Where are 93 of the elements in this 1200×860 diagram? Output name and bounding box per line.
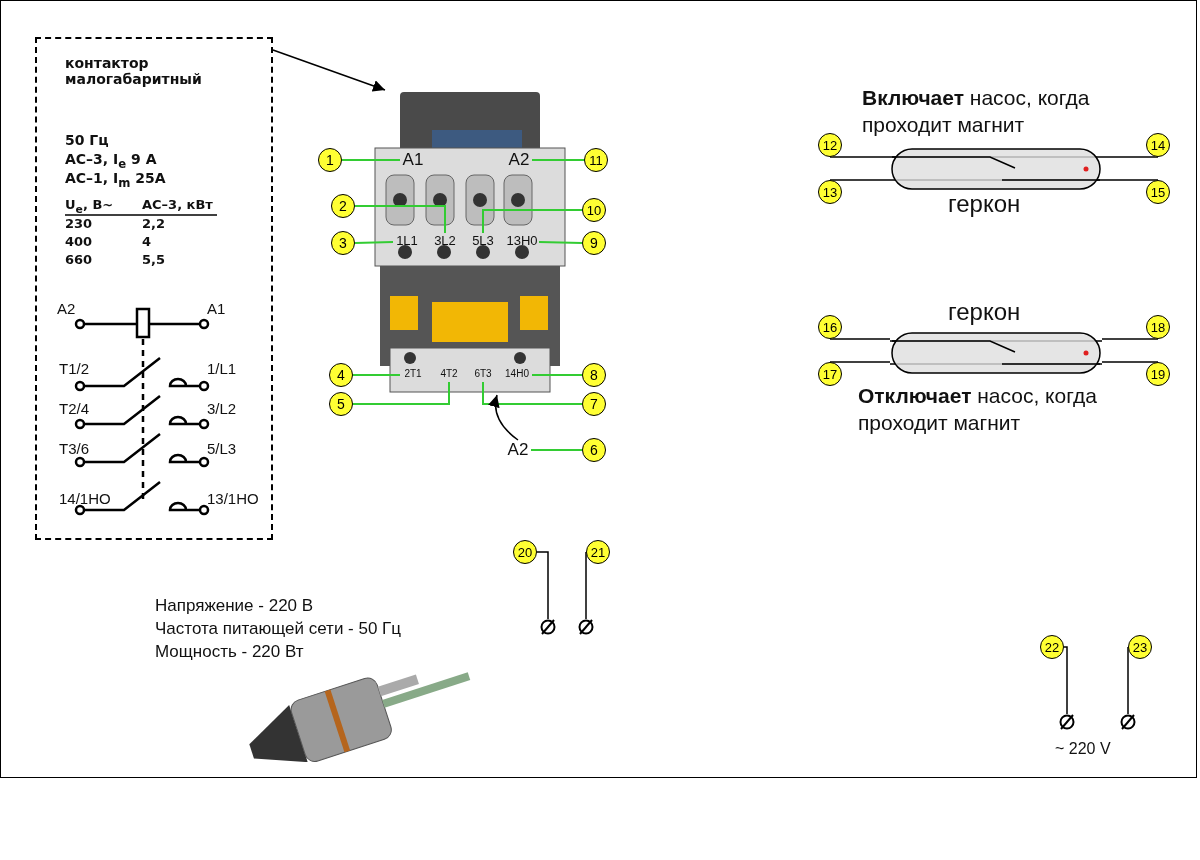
reed-switch-heading: геркон: [948, 298, 1021, 326]
wire: [829, 361, 891, 363]
panel-heading: контактор малогабаритный: [65, 55, 203, 87]
terminal-label: 4T2: [436, 368, 462, 382]
callout-number: 5: [329, 392, 353, 416]
leader-line: [538, 241, 583, 244]
callout-number: 22: [1040, 635, 1064, 659]
leader-line: [352, 381, 450, 405]
terminal-label: 3L2: [431, 233, 459, 251]
callout-number: 10: [582, 198, 606, 222]
terminal-symbol: [1059, 714, 1075, 730]
spec-text: Напряжение - 220 В: [155, 596, 314, 616]
wire: [1101, 156, 1159, 158]
terminal-label: A1: [400, 150, 426, 170]
wire: [829, 179, 891, 181]
terminal-label: A1: [207, 300, 226, 317]
table-cell: 230: [65, 216, 93, 231]
callout-number: 15: [1146, 180, 1170, 204]
wire: [1101, 338, 1159, 340]
callout-number: 12: [818, 133, 842, 157]
spec-text: АС–1, I$_{m}$ 25А: [65, 170, 166, 190]
callout-number: 3: [331, 231, 355, 255]
terminal-label: A2: [506, 150, 532, 170]
callout-number: 2: [331, 194, 355, 218]
wire: [1127, 646, 1129, 715]
callout-number: 6: [582, 438, 606, 462]
terminal-label: 1L1: [393, 233, 421, 251]
wire: [829, 338, 891, 340]
table-cell: 5,5: [142, 252, 166, 267]
terminal-label: 13H0: [505, 233, 539, 251]
table-cell: 2,2: [142, 216, 166, 231]
terminal-label: 3/L2: [207, 400, 237, 417]
terminal-label: T2/4: [59, 400, 89, 417]
callout-number: 16: [818, 315, 842, 339]
terminal-label: 13/1НО: [207, 490, 259, 507]
wire: [1101, 179, 1159, 181]
arrow: [272, 49, 386, 92]
terminal-symbol: [540, 619, 556, 635]
wire: [829, 156, 891, 158]
terminal-label: 5L3: [469, 233, 497, 251]
callout-number: 4: [329, 363, 353, 387]
spec-text: Мощность - 220 Вт: [155, 642, 304, 662]
spec-text: Частота питающей сети - 50 Гц: [155, 619, 402, 639]
terminal-symbol: [578, 619, 594, 635]
caption-text: Отключает насос, когда проходит магнит: [858, 383, 1098, 436]
leader-line: [354, 241, 394, 244]
leader-line: [354, 205, 446, 234]
terminal-label: 14/1НО: [59, 490, 111, 507]
caption-text: Включает насос, когда проходит магнит: [862, 85, 1091, 138]
callout-number: 14: [1146, 133, 1170, 157]
spec-text: 50 Гц: [65, 132, 109, 148]
table-cell: 4: [142, 234, 152, 249]
leader-line: [531, 374, 583, 376]
callout-number: 7: [582, 392, 606, 416]
table-cell: U$_{e}$, В~: [65, 197, 114, 216]
callout-number: 8: [582, 363, 606, 387]
terminal-label: T3/6: [59, 440, 89, 457]
leader-line: [531, 159, 585, 161]
table-cell: 660: [65, 252, 93, 267]
spec-text: АС–3, I$_{e}$ 9 А: [65, 151, 157, 171]
callout-number: 13: [818, 180, 842, 204]
table-cell: 400: [65, 234, 93, 249]
leader-line: [341, 159, 401, 161]
wire: [536, 551, 549, 620]
arrow: [488, 394, 519, 441]
terminal-symbol: [1120, 714, 1136, 730]
terminal-label: 2T1: [400, 368, 426, 382]
callout-number: 11: [584, 148, 608, 172]
callout-number: 21: [586, 540, 610, 564]
leader-line: [352, 374, 401, 376]
terminal-label: 6T3: [470, 368, 496, 382]
callout-number: 19: [1146, 362, 1170, 386]
table-cell: АС–3, кВт: [142, 197, 213, 212]
terminal-label: 14H0: [502, 368, 532, 382]
terminal-label: A2: [57, 300, 76, 317]
callout-number: 9: [582, 231, 606, 255]
leader-line: [482, 381, 583, 405]
callout-number: 20: [513, 540, 537, 564]
wire: [1063, 646, 1068, 715]
wire: [585, 551, 587, 620]
wire: [1101, 361, 1159, 363]
leader-line: [530, 449, 583, 451]
terminal-label: 5/L3: [207, 440, 237, 457]
terminal-label: T1/2: [59, 360, 89, 377]
callout-number: 1: [318, 148, 342, 172]
callout-number: 17: [818, 362, 842, 386]
terminal-label: A2: [505, 440, 531, 460]
callout-number: 18: [1146, 315, 1170, 339]
terminal-label: 1/L1: [207, 360, 237, 377]
leader-line: [482, 209, 583, 234]
voltage-label: ~ 220 V: [1055, 740, 1111, 758]
reed-switch-heading: геркон: [948, 190, 1021, 218]
callout-number: 23: [1128, 635, 1152, 659]
